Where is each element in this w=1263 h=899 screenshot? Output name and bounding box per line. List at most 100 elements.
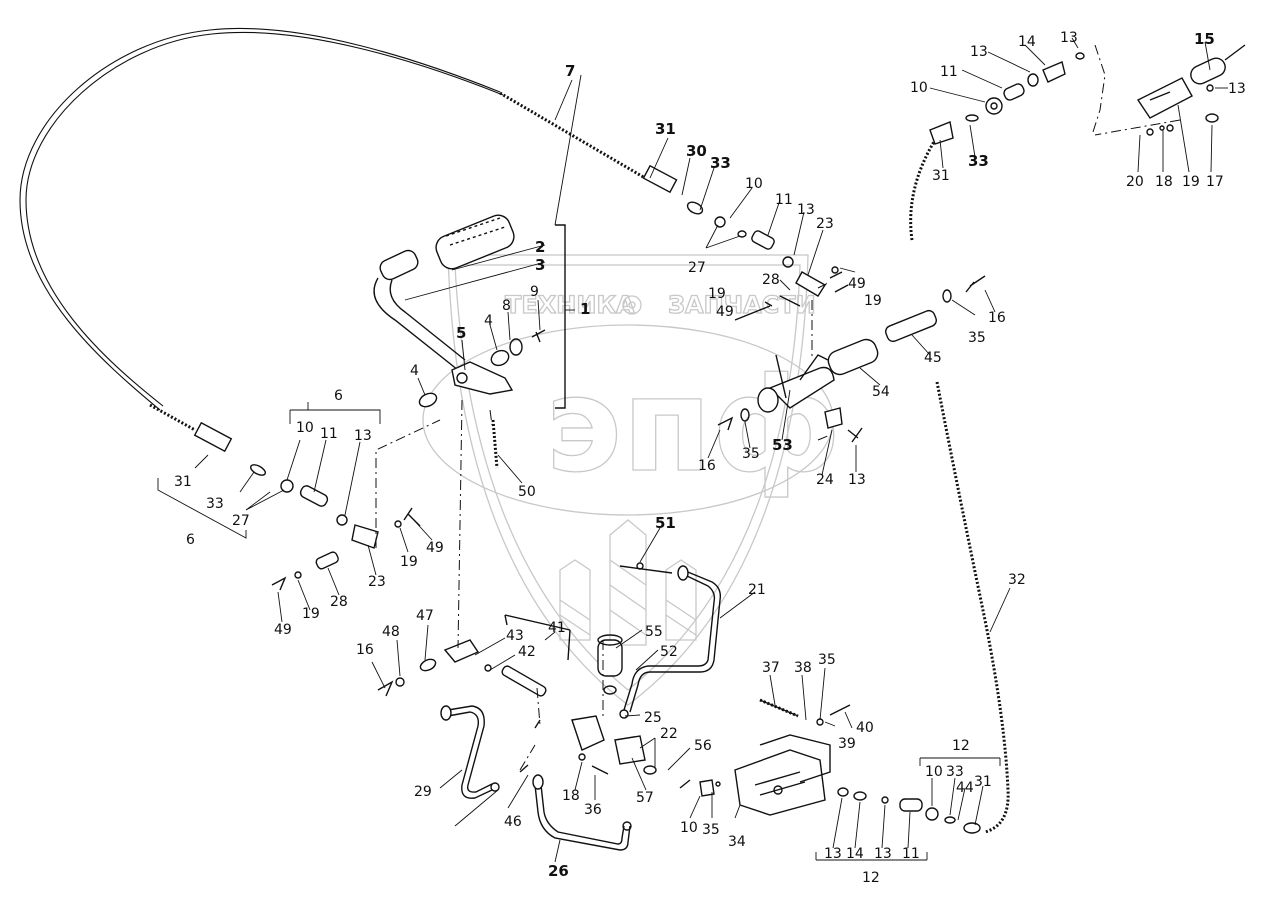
lower-linkage <box>377 614 691 789</box>
callout-7: 7 <box>565 62 575 80</box>
throttle-cable <box>19 27 678 453</box>
callout-35: 35 <box>702 822 720 838</box>
callout-11: 11 <box>320 426 338 442</box>
callout-19: 19 <box>864 293 882 309</box>
callout-27: 27 <box>232 513 250 529</box>
callout-33: 33 <box>206 496 224 512</box>
callout-54: 54 <box>872 384 890 400</box>
callout-40: 40 <box>856 720 874 736</box>
callout-16: 16 <box>988 310 1006 326</box>
callout-37: 37 <box>762 660 780 676</box>
wheat-emblem-icon <box>559 519 697 646</box>
callout-18: 18 <box>562 788 580 804</box>
callout-13: 13 <box>970 44 988 60</box>
callout-9: 9 <box>530 284 539 300</box>
callout-19: 19 <box>400 554 418 570</box>
callout-16: 16 <box>698 458 716 474</box>
callout-8: 8 <box>502 298 511 314</box>
callout-35: 35 <box>968 330 986 346</box>
callout-53: 53 <box>772 436 793 454</box>
callout-36: 36 <box>584 802 602 818</box>
callout-18: 18 <box>1155 174 1173 190</box>
callout-10: 10 <box>680 820 698 836</box>
callout-2: 2 <box>535 238 545 256</box>
callout-23: 23 <box>368 574 386 590</box>
callout-49: 49 <box>426 540 444 556</box>
watermark-logo: эпф <box>545 349 841 501</box>
callout-50: 50 <box>518 484 536 500</box>
callout-26: 26 <box>548 862 569 880</box>
callout-33: 33 <box>946 764 964 780</box>
callout-49: 49 <box>716 304 734 320</box>
callout-30: 30 <box>686 142 707 160</box>
callout-14: 14 <box>846 846 864 862</box>
callout-28: 28 <box>762 272 780 288</box>
callout-34: 34 <box>728 834 746 850</box>
callout-29: 29 <box>414 784 432 800</box>
callout-35: 35 <box>818 652 836 668</box>
callout-46: 46 <box>504 814 522 830</box>
callout-24: 24 <box>816 472 834 488</box>
callout-57: 57 <box>636 790 654 806</box>
callout-33: 33 <box>710 154 731 172</box>
callout-12: 12 <box>862 870 880 886</box>
callout-3: 3 <box>535 256 545 274</box>
callout-1: 1 <box>580 300 590 318</box>
handle-assembly <box>1136 44 1246 136</box>
callout-4: 4 <box>410 363 419 379</box>
callout-45: 45 <box>924 350 942 366</box>
callout-23: 23 <box>816 216 834 232</box>
callout-17: 17 <box>1206 174 1224 190</box>
callout-33: 33 <box>968 152 989 170</box>
left-cable-hardware <box>249 464 421 591</box>
callout-31: 31 <box>932 168 950 184</box>
callout-20: 20 <box>1126 174 1144 190</box>
callout-49: 49 <box>274 622 292 638</box>
right-cable <box>909 44 1106 834</box>
callout-27: 27 <box>688 260 706 276</box>
callout-47: 47 <box>416 608 434 624</box>
gear-icon <box>622 295 642 315</box>
callout-55: 55 <box>645 624 663 640</box>
watermark: ТЕХНИКА ЗАПЧАСТИ эпф <box>422 254 842 706</box>
callout-10: 10 <box>910 80 928 96</box>
callout-38: 38 <box>794 660 812 676</box>
callout-48: 48 <box>382 624 400 640</box>
leader-lines <box>157 37 1228 863</box>
cylinder-assembly <box>717 275 986 443</box>
callout-51: 51 <box>655 514 676 532</box>
callout-14: 14 <box>1018 34 1036 50</box>
callout-13: 13 <box>1228 81 1246 97</box>
callout-19: 19 <box>1182 174 1200 190</box>
callout-13: 13 <box>1060 30 1078 46</box>
cable-end-hardware-top <box>686 201 849 321</box>
callout-25: 25 <box>644 710 662 726</box>
callout-13: 13 <box>797 202 815 218</box>
callout-32: 32 <box>1008 572 1026 588</box>
callout-28: 28 <box>330 594 348 610</box>
callout-10: 10 <box>745 176 763 192</box>
callout-6: 6 <box>334 388 343 404</box>
callout-4: 4 <box>484 313 493 329</box>
callout-11: 11 <box>775 192 793 208</box>
callout-13: 13 <box>848 472 866 488</box>
callout-44: 44 <box>956 780 974 796</box>
connection-lines <box>375 119 1181 771</box>
callout-52: 52 <box>660 644 678 660</box>
callout-42: 42 <box>518 644 536 660</box>
hydraulic-pipes <box>440 562 722 851</box>
callout-numbers: 7 31 30 33 10 11 13 23 27 28 49 19 19 49… <box>174 30 1246 886</box>
watermark-shield <box>454 264 801 691</box>
callout-5: 5 <box>456 324 466 342</box>
callout-49: 49 <box>848 276 866 292</box>
callout-10: 10 <box>925 764 943 780</box>
callout-19: 19 <box>302 606 320 622</box>
lower-bracket <box>699 698 981 834</box>
callout-12: 12 <box>952 738 970 754</box>
callout-11: 11 <box>940 64 958 80</box>
callout-22: 22 <box>660 726 678 742</box>
callout-31: 31 <box>655 120 676 138</box>
callout-31: 31 <box>974 774 992 790</box>
callout-56: 56 <box>694 738 712 754</box>
